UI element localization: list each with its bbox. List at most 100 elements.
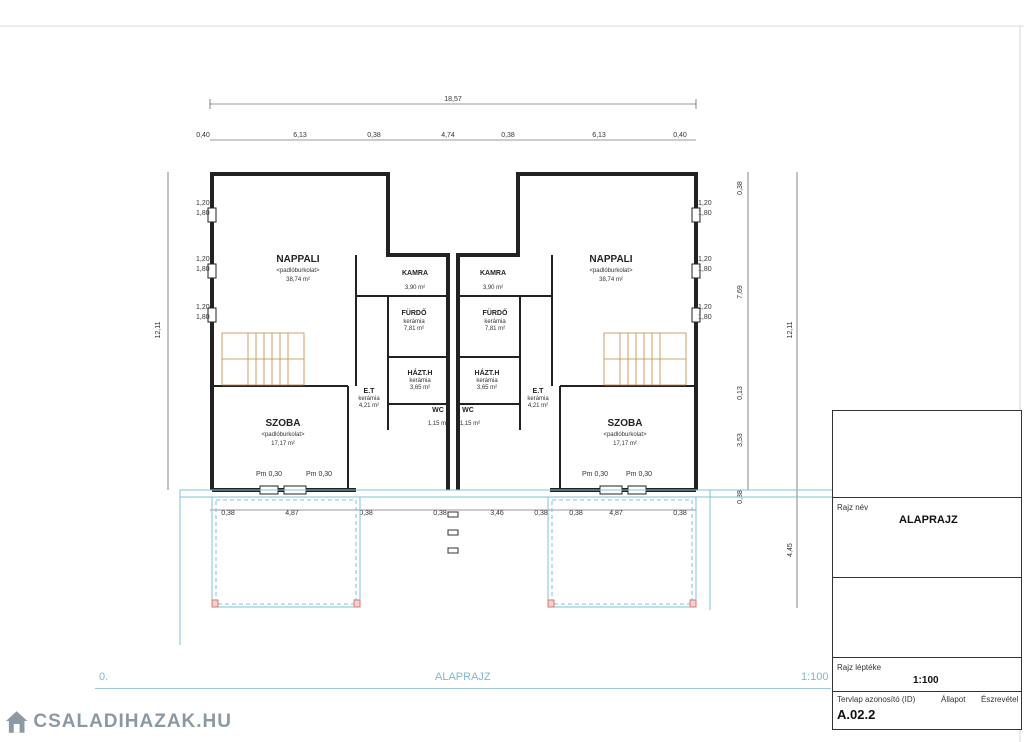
area-furdo-left: 7,81 m²: [404, 326, 424, 332]
tb-azonosito: A.02.2: [837, 707, 876, 722]
dim-right-2: 7,69: [737, 285, 744, 299]
tb-divider-4: [833, 691, 1021, 692]
label-haztech-right: HÁZT.H: [475, 368, 500, 377]
windows: [207, 207, 701, 495]
staircase-left: [221, 332, 305, 386]
tb-allapot-label: Állapot: [941, 695, 966, 704]
terraces: [179, 489, 832, 645]
dim-right-6: 4,45: [787, 543, 794, 557]
pm-2: Pm 0,30: [306, 471, 332, 478]
dim-bottom-4: 0,38: [433, 510, 447, 517]
wd-2: 1,80: [196, 210, 210, 217]
right-dimensions: 0,38 7,69 0,13 3,53 0,38 12,11 4,45: [737, 172, 798, 608]
dim-right-3: 0,13: [737, 386, 744, 400]
dim-bottom-8: 4,87: [609, 510, 623, 517]
sub-et-right: kerámia: [527, 396, 549, 402]
dim-top-7: 0,40: [673, 132, 687, 139]
area-wc-right: 1,15 m²: [460, 421, 480, 427]
dim-bottom-5: 3,46: [490, 510, 504, 517]
watermark: CSALADIHAZAK.HU: [4, 706, 232, 738]
label-nappali-left: NAPPALI: [276, 254, 319, 265]
tb-meretarany-label: Rajz léptéke: [837, 663, 882, 672]
dim-right-1: 0,38: [737, 181, 744, 195]
tb-azonosito-label: Tervlap azonosító (ID): [837, 695, 916, 704]
dim-overall: 18,57: [444, 96, 462, 103]
tb-meretarany: 1:100: [913, 675, 939, 686]
area-nappali-left: 38,74 m²: [286, 277, 310, 283]
label-furdo-left: FÜRDŐ: [402, 308, 427, 317]
overall-dimension: 18,57: [209, 96, 697, 109]
label-kamra-left: KAMRA: [402, 270, 428, 277]
sub-nappali-right: <padlóburkolat>: [589, 268, 633, 274]
label-kamra-right: KAMRA: [480, 270, 506, 277]
wd-6: 1,80: [196, 314, 210, 321]
wd-1: 1,20: [196, 200, 210, 207]
label-szoba-left: SZOBA: [266, 418, 301, 429]
wd-11: 1,20: [698, 304, 712, 311]
area-szoba-left: 17,17 m²: [271, 441, 295, 447]
drawing-label-bar: 0. ALAPRAJZ 1:100: [95, 670, 831, 689]
label-wc-left: WC: [432, 407, 444, 414]
tb-divider-2: [833, 577, 1021, 578]
tb-rajz-nev: ALAPRAJZ: [899, 514, 958, 526]
area-kamra-left: 3,90 m²: [405, 285, 425, 291]
label-et-left: E.T: [364, 388, 376, 395]
dim-right-height: 12,11: [787, 321, 794, 338]
dim-top-3: 0,38: [367, 132, 381, 139]
title-block: Rajz név ALAPRAJZ Rajz léptéke 1:100 Ter…: [832, 410, 1022, 730]
sub-furdo-left: kerámia: [403, 319, 425, 325]
area-furdo-right: 7,81 m²: [485, 326, 505, 332]
sub-furdo-right: kerámia: [484, 319, 506, 325]
area-kamra-right: 3,90 m²: [483, 285, 503, 291]
top-dimensions: 0,40 6,13 0,38 4,74 0,38 6,13 0,40: [196, 132, 696, 141]
wd-5: 1,20: [196, 304, 210, 311]
label-wc-right: WC: [462, 407, 474, 414]
dim-top-2: 6,13: [293, 132, 307, 139]
wd-3: 1,20: [196, 256, 210, 263]
room-labels-right: NAPPALI <padlóburkolat> 38,74 m² SZOBA <…: [460, 254, 647, 447]
sub-haztech-right: kerámia: [476, 378, 498, 384]
dim-bottom-9: 0,38: [673, 510, 687, 517]
bar-center-label: ALAPRAJZ: [435, 671, 491, 683]
dim-bottom-7: 0,38: [569, 510, 583, 517]
label-szoba-right: SZOBA: [608, 418, 643, 429]
bottom-dimensions: 0,38 4,87 0,38 0,38 3,46 0,38 0,38 4,87 …: [210, 509, 696, 517]
pm-1: Pm 0,30: [256, 471, 282, 478]
dim-bottom-3: 0,38: [359, 510, 373, 517]
dim-top-5: 0,38: [501, 132, 515, 139]
window-dims: 1,20 1,80 1,20 1,80 1,20 1,80 1,20 1,80 …: [196, 200, 712, 478]
tb-divider-3: [833, 657, 1021, 658]
area-wc-left: 1,15 m²: [428, 421, 448, 427]
house-logo-icon: [5, 711, 28, 733]
bar-left-label: 0.: [99, 671, 109, 683]
dim-right-4: 3,53: [737, 433, 744, 447]
area-et-right: 4,21 m²: [528, 403, 548, 409]
staircase-right: [603, 332, 687, 386]
bar-right-label: 1:100: [801, 671, 829, 683]
dim-bottom-1: 0,38: [221, 510, 235, 517]
dim-bottom-2: 4,87: [285, 510, 299, 517]
pm-3: Pm 0,30: [582, 471, 608, 478]
wd-4: 1,80: [196, 266, 210, 273]
sub-et-left: kerámia: [358, 396, 380, 402]
dim-left-height: 12,11: [155, 321, 162, 338]
wd-8: 1,80: [698, 210, 712, 217]
dim-bottom-6: 0,38: [534, 510, 548, 517]
dim-top-6: 6,13: [592, 132, 606, 139]
area-haztech-left: 3,65 m²: [410, 385, 430, 391]
tb-eszrevetel-label: Észrevétel: [981, 695, 1019, 704]
watermark-text: CSALADIHAZAK.HU: [33, 711, 232, 732]
wd-10: 1,80: [698, 266, 712, 273]
left-height-dimension: 12,11: [155, 172, 169, 490]
sub-nappali-left: <padlóburkolat>: [276, 268, 320, 274]
wd-9: 1,20: [698, 256, 712, 263]
label-nappali-right: NAPPALI: [589, 254, 632, 265]
dim-top-4: 4,74: [441, 132, 455, 139]
area-nappali-right: 38,74 m²: [599, 277, 623, 283]
dim-top-1: 0,40: [196, 132, 210, 139]
label-haztech-left: HÁZT.H: [408, 368, 433, 377]
tb-divider-1: [833, 497, 1021, 498]
sub-szoba-left: <padlóburkolat>: [261, 432, 305, 438]
area-haztech-right: 3,65 m²: [477, 385, 497, 391]
